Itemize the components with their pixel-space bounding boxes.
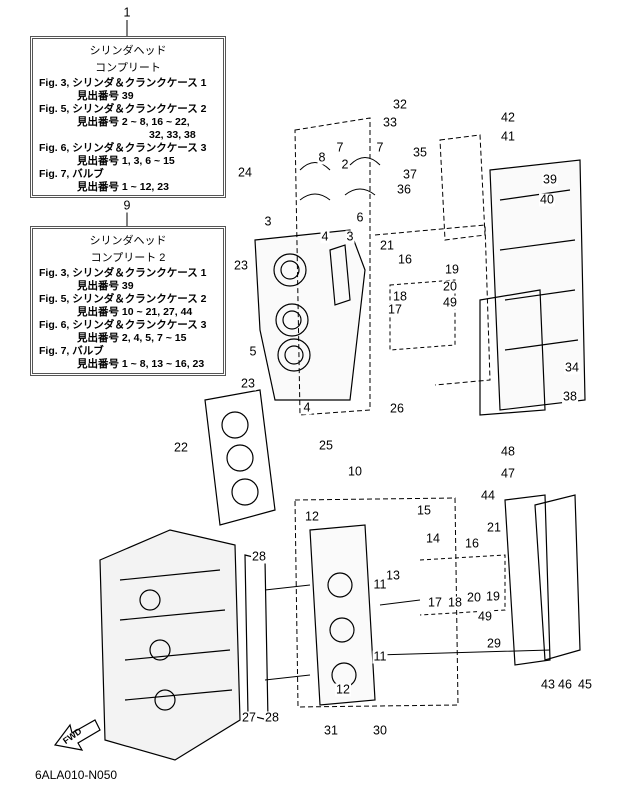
callout-29: 29 <box>486 636 502 651</box>
callout-47: 47 <box>500 466 516 481</box>
callout-40: 40 <box>539 192 555 207</box>
callout-48: 48 <box>500 444 516 459</box>
callout-8: 8 <box>317 150 327 165</box>
callout-24: 24 <box>237 165 253 180</box>
callout-11: 11 <box>372 577 388 592</box>
fig-ref: Fig. 7, バルブ <box>39 345 104 357</box>
callout-18: 18 <box>392 289 408 304</box>
callout-16: 16 <box>464 536 480 551</box>
callout-44: 44 <box>480 488 496 503</box>
callout-35: 35 <box>412 145 428 160</box>
box2-title1: シリンダヘッド <box>89 235 167 247</box>
callout-7: 7 <box>335 140 345 155</box>
callout-6: 6 <box>355 210 365 225</box>
box1-title1: シリンダヘッド <box>89 45 167 57</box>
callout-20: 20 <box>466 590 482 605</box>
callout-9: 9 <box>122 198 132 213</box>
callout-23: 23 <box>233 258 249 273</box>
callout-18: 18 <box>447 595 463 610</box>
callout-42: 42 <box>500 110 516 125</box>
callout-41: 41 <box>500 129 516 144</box>
callout-28: 28 <box>264 710 280 725</box>
callout-4: 4 <box>302 400 312 415</box>
callout-49: 49 <box>477 609 493 624</box>
fig-ref: Fig. 6, シリンダ＆クランクケース 3 <box>39 319 207 331</box>
callout-26: 26 <box>389 401 405 416</box>
callout-36: 36 <box>396 182 412 197</box>
callout-22: 22 <box>173 440 189 455</box>
ref-numbers: 見出番号 2 ~ 8, 16 ~ 22, <box>77 116 190 128</box>
callout-33: 33 <box>382 115 398 130</box>
fig-ref: Fig. 5, シリンダ＆クランクケース 2 <box>39 103 207 115</box>
callout-49: 49 <box>442 295 458 310</box>
ref-numbers: 見出番号 39 <box>77 90 134 102</box>
callout-21: 21 <box>379 238 395 253</box>
callout-17: 17 <box>387 302 403 317</box>
ref-numbers: 32, 33, 38 <box>149 129 196 141</box>
callout-1: 1 <box>122 5 132 20</box>
callout-19: 19 <box>444 262 460 277</box>
callout-30: 30 <box>372 723 388 738</box>
fig-ref: Fig. 6, シリンダ＆クランクケース 3 <box>39 142 207 154</box>
callout-12: 12 <box>335 682 351 697</box>
callout-19: 19 <box>485 589 501 604</box>
head-gasket <box>204 389 276 526</box>
fig-ref: Fig. 5, シリンダ＆クランクケース 2 <box>39 293 207 305</box>
fig-ref: Fig. 3, シリンダ＆クランクケース 1 <box>39 267 207 279</box>
callout-15: 15 <box>416 503 432 518</box>
head-cover-upper <box>479 159 586 416</box>
callout-25: 25 <box>318 438 334 453</box>
callout-14: 14 <box>425 531 441 546</box>
box2-title2: コンプリート 2 <box>90 252 166 264</box>
diagram-code: 6ALA010-N050 <box>35 768 118 782</box>
callout-43: 43 <box>540 677 556 692</box>
fig-ref: Fig. 3, シリンダ＆クランクケース 1 <box>39 77 207 89</box>
callout-2: 2 <box>340 157 350 172</box>
callout-12: 12 <box>304 509 320 524</box>
callout-31: 31 <box>323 723 339 738</box>
engine-block <box>99 529 241 761</box>
ref-numbers: 見出番号 1 ~ 8, 13 ~ 16, 23 <box>77 358 205 370</box>
callout-21: 21 <box>486 520 502 535</box>
ref-numbers: 見出番号 10 ~ 21, 27, 44 <box>77 306 193 318</box>
callout-10: 10 <box>347 464 363 479</box>
ref-numbers: 見出番号 39 <box>77 280 134 292</box>
callout-37: 37 <box>402 167 418 182</box>
ref-numbers: 見出番号 1, 3, 6 ~ 15 <box>77 155 175 167</box>
callout-20: 20 <box>442 279 458 294</box>
callout-27: 27 <box>241 710 257 725</box>
callout-13: 13 <box>385 568 401 583</box>
assembly-box-cylinder-head-complete: シリンダヘッド コンプリート Fig. 3, シリンダ＆クランクケース 1 見出… <box>30 36 226 198</box>
fwd-arrow-icon <box>53 719 101 751</box>
callout-23: 23 <box>240 376 256 391</box>
callout-16: 16 <box>397 252 413 267</box>
callout-34: 34 <box>564 360 580 375</box>
callout-3: 3 <box>263 214 273 229</box>
callout-4: 4 <box>320 229 330 244</box>
callout-5: 5 <box>248 344 258 359</box>
box1-title2: コンプリート <box>95 62 161 74</box>
callout-28: 28 <box>251 549 267 564</box>
callout-46: 46 <box>557 677 573 692</box>
head-cover-lower <box>504 494 581 666</box>
callout-11: 11 <box>372 649 388 664</box>
callout-3: 3 <box>345 229 355 244</box>
ref-numbers: 見出番号 2, 4, 5, 7 ~ 15 <box>77 332 187 344</box>
callout-38: 38 <box>562 389 578 404</box>
callout-45: 45 <box>577 677 593 692</box>
assembly-box-cylinder-head-complete-2: シリンダヘッド コンプリート 2 Fig. 3, シリンダ＆クランクケース 1 … <box>30 226 226 376</box>
fig-ref: Fig. 7, バルブ <box>39 168 104 180</box>
callout-17: 17 <box>427 595 443 610</box>
callout-39: 39 <box>542 172 558 187</box>
callout-7: 7 <box>375 140 385 155</box>
cylinder-head-upper <box>254 229 366 401</box>
ref-numbers: 見出番号 1 ~ 12, 23 <box>77 181 169 193</box>
cylinder-head-lower <box>309 524 376 706</box>
callout-32: 32 <box>392 97 408 112</box>
